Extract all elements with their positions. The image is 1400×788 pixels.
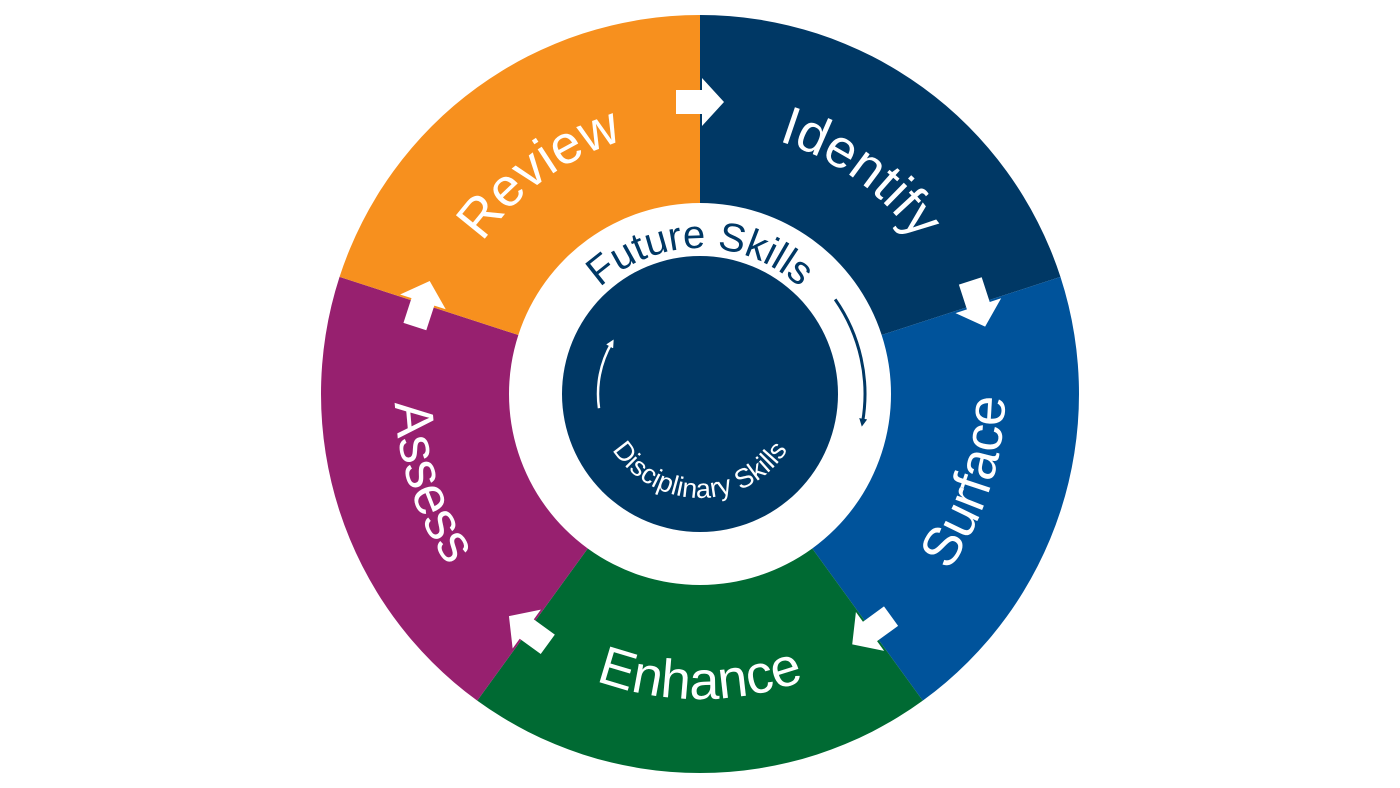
segment-surface — [812, 276, 1079, 701]
segment-enhance — [477, 548, 923, 773]
segment-identify — [700, 15, 1061, 335]
segment-assess — [320, 276, 588, 701]
arrow-right-icon — [676, 78, 724, 126]
arrow-right-icon — [400, 280, 446, 331]
segment-review — [339, 15, 700, 335]
center-circle — [562, 256, 838, 532]
curved-arrow-icon — [833, 298, 868, 427]
curved-arrow-icon — [596, 339, 614, 409]
arrow-right-icon — [852, 606, 899, 651]
arrow-right-icon — [955, 277, 1002, 327]
arrow-right-icon — [508, 609, 555, 655]
